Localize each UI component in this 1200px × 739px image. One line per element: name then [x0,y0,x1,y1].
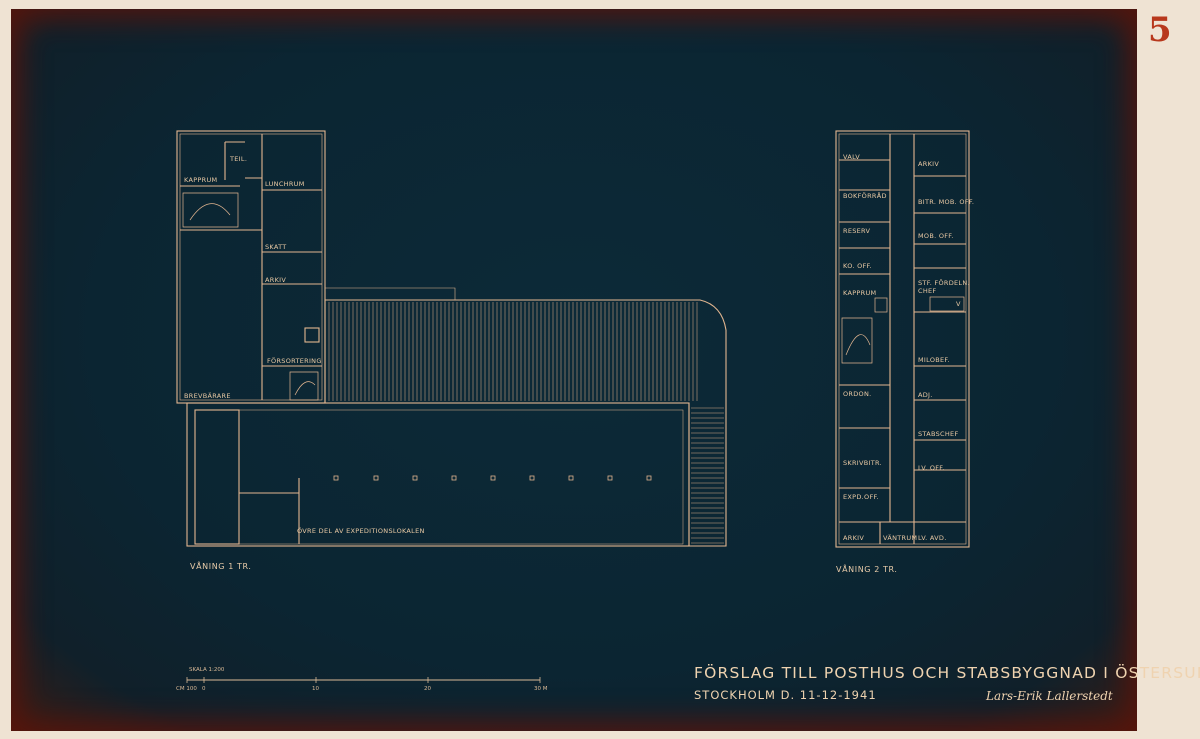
room-label-arkiv-2: ARKIV [843,534,864,542]
room-label-valv: VALV [843,153,860,161]
room-label-chef: CHEF [918,287,936,295]
scale-tick-0: 0 [202,686,206,692]
room-label-skrivbitr: SKRIVBITR. [843,459,882,467]
room-label-toilet: TEIL. [229,155,247,163]
room-label-adj: ADJ. [918,391,933,399]
room-label-expedition: ÖVRE DEL AV EXPEDITIONSLOKALEN [297,526,425,535]
room-label-stabschef: STABSCHEF [918,430,958,438]
scale-tick-30: 30 M [534,686,548,692]
room-label-forsortering: FÖRSORTERING [267,356,322,365]
room-label-mob-off: MOB. OFF. [918,232,954,240]
scale-label: SKALA 1:200 [189,667,225,673]
glass-roof-hatching [328,302,724,544]
blueprint-sheet [11,9,1137,731]
room-label-expd-off: EXPD.OFF. [843,493,879,501]
scale-tick-10: 10 [312,686,319,692]
room-label-reserv: RESERV [843,227,871,235]
scale-tick-20: 20 [424,686,431,692]
room-label-lv-off: LV. OFF. [918,464,945,472]
room-label-bokforrad: BOKFÖRRÅD [843,191,887,200]
floor1-plan [176,130,727,547]
room-label-lv-avd: LV. AVD. [918,534,947,542]
room-label-ko-off: KO. OFF. [843,262,872,270]
room-label-wc: V [956,300,961,308]
architect-signature: Lars-Erik Lallerstedt [985,689,1113,703]
room-label-stf-fordeln: STF. FÖRDELN. [918,278,970,287]
room-label-arkiv-right: ARKIV [918,160,939,168]
room-label-bitr-mob-off: BITR. MOB. OFF. [918,198,974,206]
drawing-title: FÖRSLAG TILL POSTHUS OCH STABSBYGGNAD I … [694,663,1200,682]
scale-bar: SKALA 1:200 CM 100 0 10 20 30 M [176,667,548,692]
sheet-number: 5 [1148,10,1172,50]
room-label-kapprum: KAPPRUM [184,176,217,184]
place-date: STOCKHOLM D. 11-12-1941 [694,688,877,702]
room-label-lunchrum: LUNCHRUM [265,180,305,188]
room-label-brevbarare: BREVBÄRARE [184,391,231,400]
floor2-caption: VÅNING 2 TR. [836,563,898,574]
room-label-skatt: SKATT [265,243,287,251]
room-label-ordon: ORDON. [843,390,871,398]
room-label-vantrum: VÄNTRUM [883,533,917,542]
room-label-arkiv: ARKIV [265,276,286,284]
floor2-plan [835,130,970,548]
room-label-kapprum-2: KAPPRUM [843,289,876,297]
floor1-caption: VÅNING 1 TR. [190,560,252,571]
scale-tick-cm: CM 100 [176,686,197,692]
room-label-milobef: MILOBEF. [918,356,950,364]
